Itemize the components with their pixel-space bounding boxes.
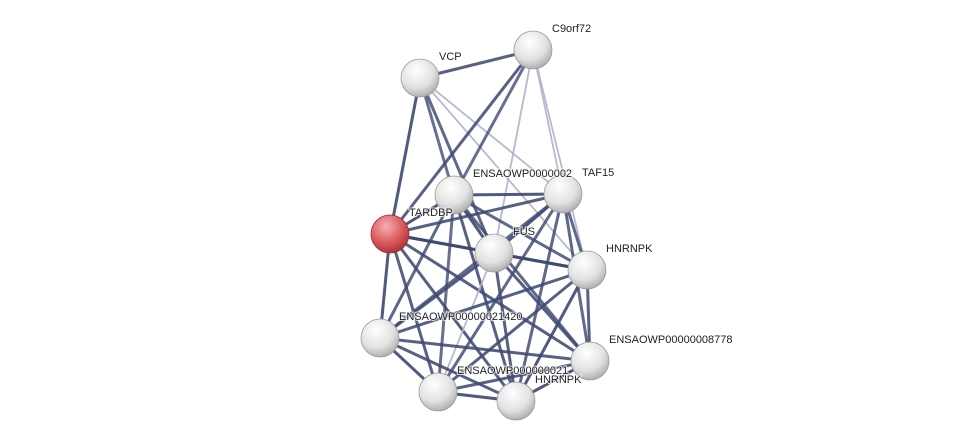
edge-hnrnpk-ensa_b[interactable] <box>436 268 589 394</box>
edge-taf15-hnrnpk2[interactable] <box>514 192 565 403</box>
edge-tardbp-taf15[interactable] <box>388 192 565 236</box>
node-label-hnrnpk: HNRNPK <box>606 243 653 255</box>
node-ensa_a[interactable] <box>434 175 474 215</box>
edge-ensa_21420-ensa_8778[interactable] <box>378 336 592 363</box>
edge-ensa_a-ensa_b[interactable] <box>436 193 456 394</box>
node-label-vcp: VCP <box>439 51 462 63</box>
edges-layer <box>378 48 592 403</box>
edge-vcp-c9orf72[interactable] <box>418 48 535 80</box>
node-tardbp[interactable] <box>370 214 410 254</box>
edge-c9orf72-hnrnpk[interactable] <box>532 49 588 271</box>
edge-ensa_a-hnrnpk[interactable] <box>452 193 589 272</box>
node-c9orf72[interactable] <box>513 30 553 70</box>
edge-c9orf72-ensa_a[interactable] <box>452 48 535 197</box>
edge-vcp-hnrnpk[interactable] <box>419 77 588 271</box>
edge-c9orf72-fus[interactable] <box>493 49 534 254</box>
node-taf15[interactable] <box>543 174 583 214</box>
edge-ensa_21420-hnrnpk2[interactable] <box>378 336 518 403</box>
node-label-ensa_b: ENSAOWP000000021 <box>457 365 568 377</box>
node-label-ensa_a: ENSAOWP0000002 <box>473 168 572 180</box>
node-label-c9orf72: C9orf72 <box>552 23 591 35</box>
node-label-tardbp: TARDBP <box>409 207 453 219</box>
node-label-fus: FUS <box>513 226 535 238</box>
nodes-layer <box>360 30 610 421</box>
node-hnrnpk2[interactable] <box>496 381 536 421</box>
edge-tardbp-hnrnpk2[interactable] <box>388 232 518 403</box>
node-ensa_8778[interactable] <box>570 341 610 381</box>
edge-vcp-taf15[interactable] <box>419 77 564 195</box>
node-fus[interactable] <box>474 233 514 273</box>
node-ensa_21420[interactable] <box>360 318 400 358</box>
node-label-ensa_21420: ENSAOWP00000021420 <box>399 311 523 323</box>
edge-hnrnpk-hnrnpk2[interactable] <box>514 268 589 403</box>
node-vcp[interactable] <box>400 58 440 98</box>
edge-c9orf72-tardbp[interactable] <box>388 48 535 236</box>
node-ensa_b[interactable] <box>418 372 458 412</box>
node-label-ensa_8778: ENSAOWP00000008778 <box>609 334 733 346</box>
edge-vcp-tardbp[interactable] <box>388 76 422 236</box>
edge-ensa_8778-ensa_b[interactable] <box>436 359 592 394</box>
edge-hnrnpk-ensa_21420[interactable] <box>378 268 589 340</box>
node-label-hnrnpk2: HNRNPK <box>535 374 582 386</box>
node-label-taf15: TAF15 <box>582 167 614 179</box>
edge-fus-ensa_21420[interactable] <box>378 251 496 340</box>
node-hnrnpk[interactable] <box>567 250 607 290</box>
edge-ensa_a-hnrnpk2[interactable] <box>452 193 518 403</box>
edge-ensa_a-ensa_21420[interactable] <box>378 193 456 340</box>
edge-vcp-ensa_a[interactable] <box>418 76 456 197</box>
edge-vcp-fus[interactable] <box>418 76 496 255</box>
